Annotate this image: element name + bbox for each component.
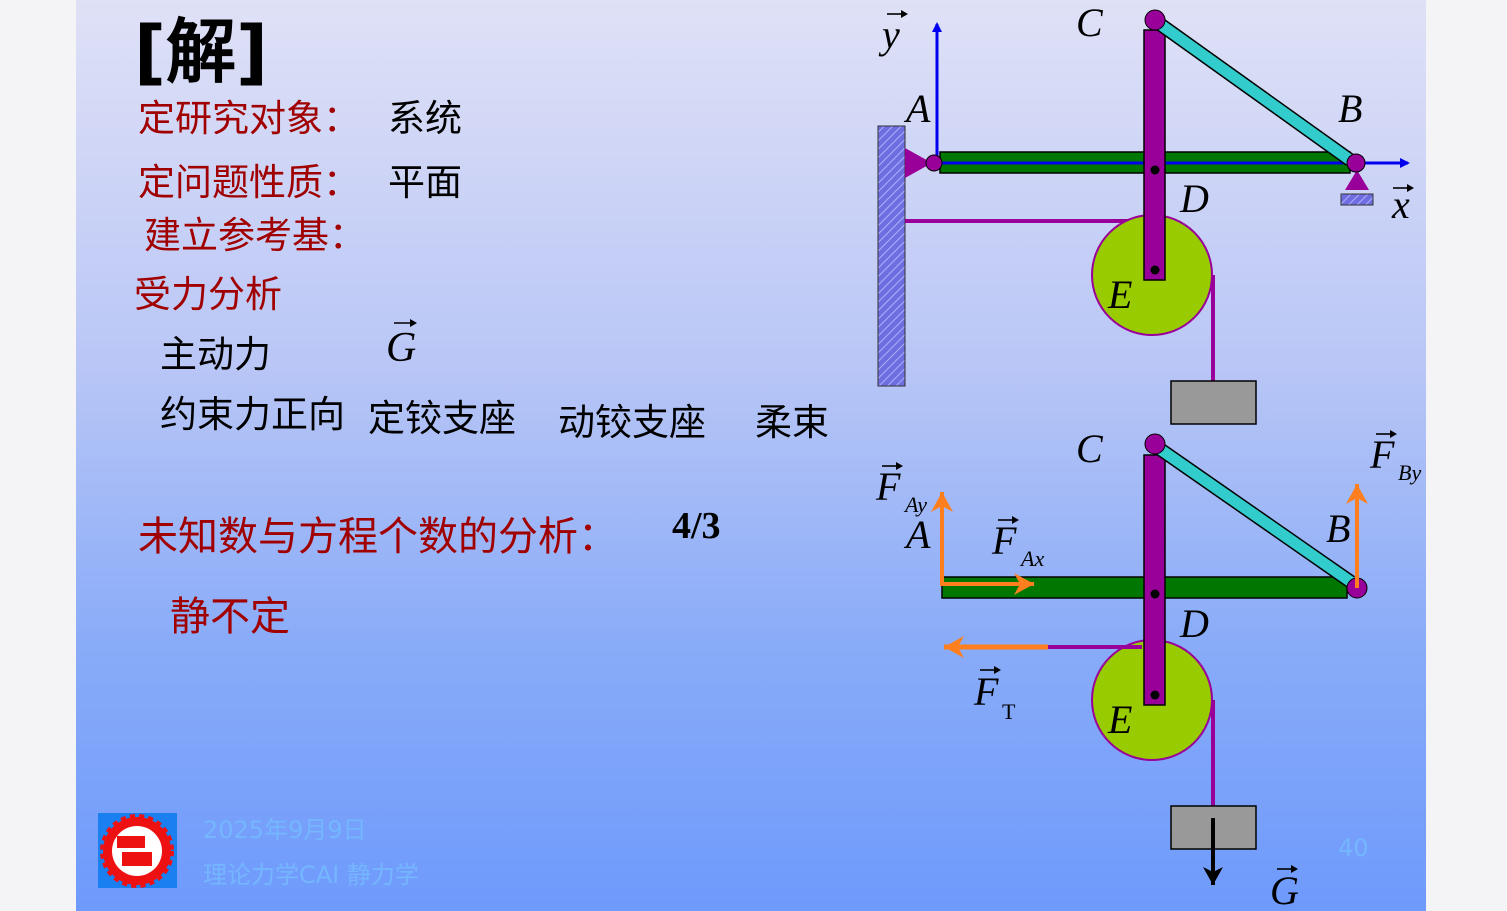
constraint-rope: 柔束 [755, 401, 829, 444]
fbd-label-d: D [1179, 601, 1209, 646]
roller-ground [1340, 193, 1374, 206]
svg-text:F: F [875, 464, 901, 509]
free-body-diagram: C A B D E F Ay F Ax F By F T G [875, 426, 1421, 911]
problem-nature-value: 平面 [388, 161, 462, 204]
vector-arrow-icon [394, 319, 417, 327]
analysis-label: 未知数与方程个数的分析： [138, 514, 618, 560]
svg-text:F: F [991, 518, 1017, 563]
weight-block [1170, 380, 1257, 425]
roller-support-b [1345, 170, 1369, 190]
label-b: B [1338, 86, 1362, 131]
svg-text:T: T [1002, 699, 1016, 724]
svg-text:Ax: Ax [1019, 546, 1044, 571]
constraint-label: 约束力正向 [160, 393, 345, 436]
fbd-pin-e [1150, 690, 1160, 700]
svg-text:Ay: Ay [903, 492, 927, 517]
research-object-value: 系统 [388, 97, 462, 140]
active-force-symbol: G [386, 325, 417, 371]
label-c: C [1076, 0, 1104, 45]
fbd-label-b: B [1326, 506, 1350, 551]
pin-c [1144, 9, 1166, 31]
pin-d [1150, 165, 1160, 175]
fbd-label-e: E [1107, 697, 1132, 742]
university-logo [98, 813, 177, 888]
reference-frame-label: 建立参考基： [144, 214, 366, 257]
wall [877, 125, 906, 387]
conclusion: 静不定 [170, 594, 290, 640]
footer-course: 理论力学CAI 静力学 [203, 861, 419, 889]
link-cb [1153, 17, 1354, 165]
label-d: D [1179, 176, 1209, 221]
fbd-pin-d [1150, 589, 1160, 599]
footer-date: 2025年9月9日 [203, 816, 367, 844]
rod-ce [1143, 29, 1166, 281]
label-f-ax: F Ax [991, 515, 1044, 571]
fbd-pin-c [1144, 433, 1166, 455]
fbd-link-cb [1153, 442, 1355, 587]
fbd-label-c: C [1076, 426, 1104, 471]
heading: [解] [134, 11, 268, 93]
problem-nature-label: 定问题性质： [138, 161, 360, 204]
page-number: 40 [1338, 834, 1369, 862]
label-a: A [903, 86, 931, 131]
pin-a [925, 154, 943, 172]
svg-text:F: F [1369, 432, 1395, 477]
pin-b [1346, 153, 1366, 173]
pin-e [1150, 265, 1160, 275]
constraint-roller: 动铰支座 [558, 401, 706, 444]
label-e: E [1107, 272, 1132, 317]
svg-text:By: By [1398, 460, 1421, 485]
constraint-fixed-hinge: 定铰支座 [368, 397, 516, 440]
active-force-label: 主动力 [160, 333, 271, 376]
x-axis-label: x [1391, 182, 1410, 227]
label-f-t: F T [973, 665, 1016, 724]
label-g: G [1270, 864, 1299, 911]
label-f-by: F By [1369, 429, 1421, 485]
analysis-value: 4/3 [672, 505, 721, 547]
fbd-rod-ce [1143, 454, 1166, 706]
svg-text:G: G [1270, 868, 1299, 911]
svg-text:F: F [973, 669, 999, 714]
y-axis-label: y [878, 12, 900, 57]
research-object-label: 定研究对象： [138, 97, 360, 140]
hinge-support-a [905, 148, 932, 178]
top-diagram: y x C A B D E [877, 0, 1415, 425]
fbd-label-a: A [903, 512, 931, 557]
force-analysis-label: 受力分析 [134, 273, 282, 316]
label-f-ay: F Ay [875, 461, 927, 517]
